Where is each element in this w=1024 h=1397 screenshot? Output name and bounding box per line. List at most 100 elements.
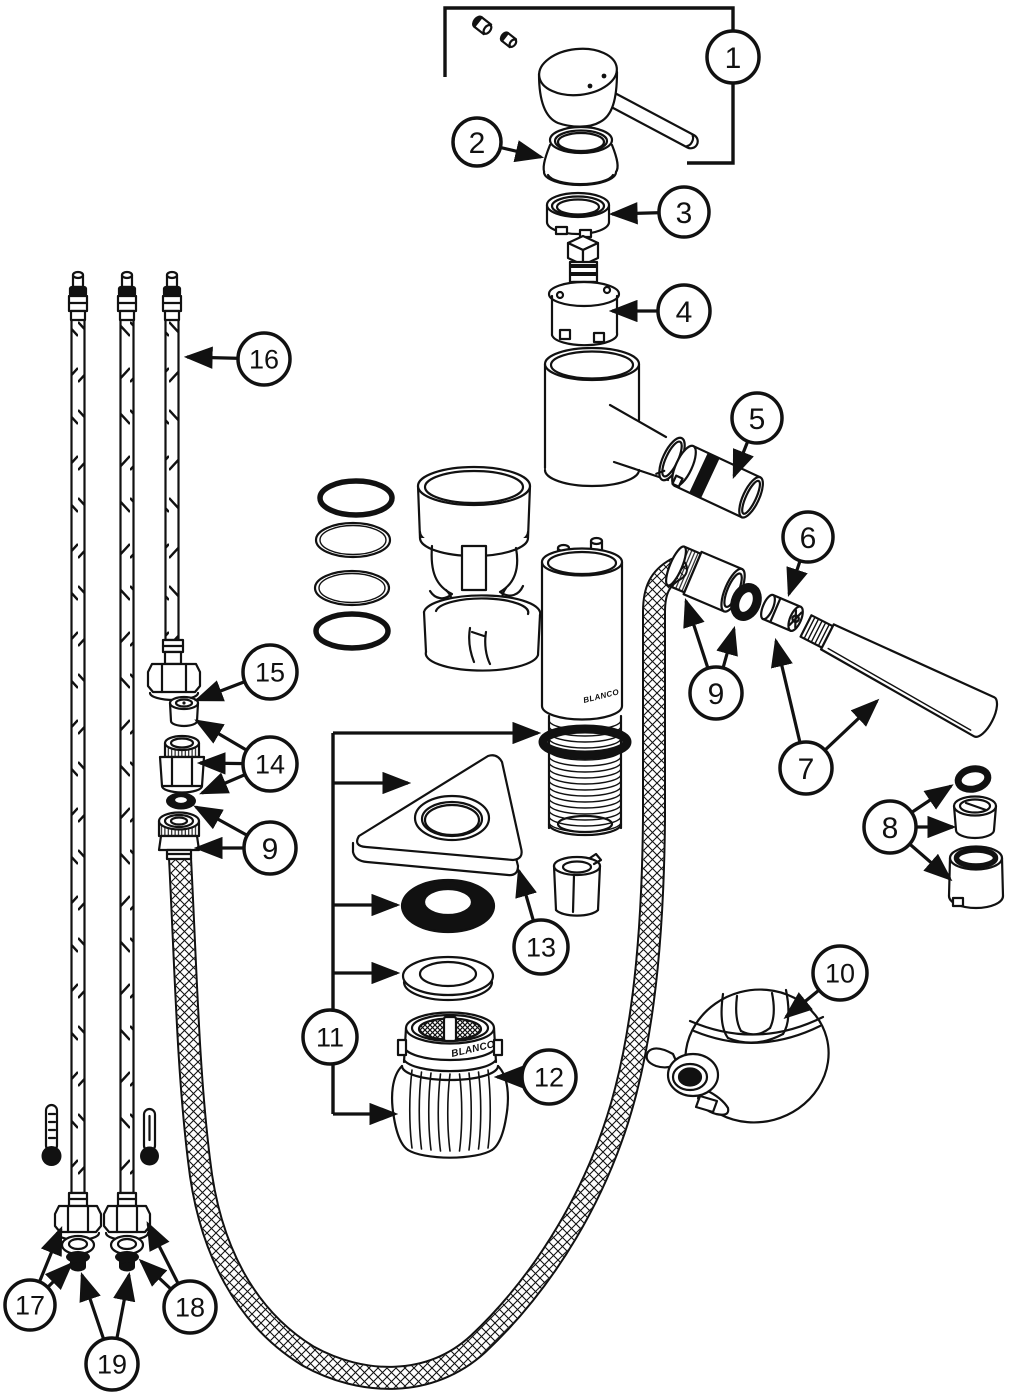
callout-14: 14 xyxy=(194,719,299,795)
callout-circle xyxy=(242,820,298,876)
hose-coupling xyxy=(157,811,201,861)
callout-number: 14 xyxy=(255,750,285,780)
threaded-shank xyxy=(538,714,632,837)
hose-connector xyxy=(158,734,206,794)
callout-circle xyxy=(512,918,570,976)
callout-11: 11 xyxy=(301,721,542,1126)
callout-circle xyxy=(520,1048,578,1106)
callout-10: 10 xyxy=(783,944,869,1020)
spout-sleeve xyxy=(671,444,764,519)
callout-number: 5 xyxy=(749,403,766,436)
callout-number: 19 xyxy=(97,1350,127,1380)
callout-13: 13 xyxy=(512,867,570,976)
callout-circle xyxy=(657,185,711,239)
mounting-nut: BLANCO xyxy=(391,1011,509,1159)
cold-thermometer-icon xyxy=(140,1107,159,1166)
callout-number: 15 xyxy=(255,658,285,688)
mounting-flange xyxy=(351,754,523,877)
supply-hose-1 xyxy=(53,270,103,1242)
callout-2: 2 xyxy=(451,116,545,168)
aerator-shell xyxy=(947,845,1005,910)
hose-washer xyxy=(166,792,196,810)
callout-circle xyxy=(781,510,835,564)
callout-4: 4 xyxy=(608,283,712,339)
faucet-body xyxy=(543,346,686,488)
callout-9: 9 xyxy=(683,597,744,721)
spray-hose xyxy=(168,557,688,1390)
callout-5: 5 xyxy=(730,391,784,479)
callout-bracket xyxy=(443,6,735,165)
callout-circle xyxy=(241,643,299,701)
aerator-o-ring xyxy=(954,765,992,793)
callout-number: 2 xyxy=(469,127,486,160)
spacer-clip xyxy=(552,852,603,917)
callout-circle xyxy=(778,740,834,796)
callout-circle xyxy=(162,1279,218,1335)
callout-circle xyxy=(3,1278,57,1332)
callout-number: 11 xyxy=(316,1023,344,1053)
callout-18: 18 xyxy=(138,1221,218,1335)
callout-circle xyxy=(688,665,744,721)
brand-inscription-column: BLANCO xyxy=(582,687,620,705)
callout-circle xyxy=(862,799,918,855)
spray-wand xyxy=(799,614,999,738)
callout-circle xyxy=(84,1336,140,1392)
hose-insert xyxy=(168,695,200,728)
callout-19: 19 xyxy=(79,1271,140,1392)
plastic-washer xyxy=(401,955,495,1002)
callout-number: 9 xyxy=(262,833,279,866)
spray-holder xyxy=(645,988,830,1124)
callout-1: 1 xyxy=(443,6,761,165)
callout-6: 6 xyxy=(781,510,835,598)
callout-15: 15 xyxy=(194,643,299,702)
glide-bushing xyxy=(416,465,532,609)
callout-16: 16 xyxy=(183,331,292,387)
split-sleeve xyxy=(422,594,542,672)
callout-17: 17 xyxy=(3,1226,74,1332)
aerator-insert xyxy=(952,795,998,840)
callout-number: 3 xyxy=(676,197,693,230)
callout-number: 13 xyxy=(526,933,556,963)
callout-circle xyxy=(811,944,869,1002)
rubber-washer xyxy=(400,878,496,934)
callout-number: 17 xyxy=(15,1291,45,1321)
callout-7: 7 xyxy=(770,637,880,796)
callout-3: 3 xyxy=(608,185,711,239)
callout-number: 4 xyxy=(676,296,693,329)
shank-o-ring xyxy=(538,724,632,760)
callout-circle xyxy=(301,1008,359,1066)
callout-number: 10 xyxy=(825,959,855,989)
callout-number: 18 xyxy=(175,1293,205,1323)
callout-circle xyxy=(730,391,784,445)
handle xyxy=(537,47,699,150)
callout-number: 16 xyxy=(249,345,279,375)
callout-number: 9 xyxy=(708,678,725,711)
spray-hose-fitting xyxy=(665,545,746,613)
callout-8: 8 xyxy=(862,784,957,882)
cartridge xyxy=(547,234,621,347)
callout-number: 8 xyxy=(882,812,899,845)
callout-circle xyxy=(705,29,761,85)
hose-grommet xyxy=(730,583,762,621)
callout-12: 12 xyxy=(493,1048,578,1106)
handle-set-screws xyxy=(472,15,518,49)
check-valve xyxy=(760,593,804,632)
callout-circle xyxy=(236,331,292,387)
callout-number: 12 xyxy=(534,1063,564,1093)
callout-circle xyxy=(241,735,299,793)
supply-hose-2 xyxy=(102,270,152,1242)
callout-number: 1 xyxy=(725,42,742,75)
callout-circle xyxy=(656,283,712,339)
callout-9: 9 xyxy=(193,805,298,876)
cone-washer-left xyxy=(60,1234,96,1272)
cartridge-nut xyxy=(545,191,611,239)
main-column: BLANCO xyxy=(540,536,624,721)
callout-circle xyxy=(451,116,503,168)
trim-ring xyxy=(542,125,619,187)
callout-number: 7 xyxy=(798,753,815,786)
supply-hose-3 xyxy=(146,270,202,702)
hot-thermometer-icon xyxy=(41,1103,62,1166)
o-ring-set xyxy=(313,478,395,651)
